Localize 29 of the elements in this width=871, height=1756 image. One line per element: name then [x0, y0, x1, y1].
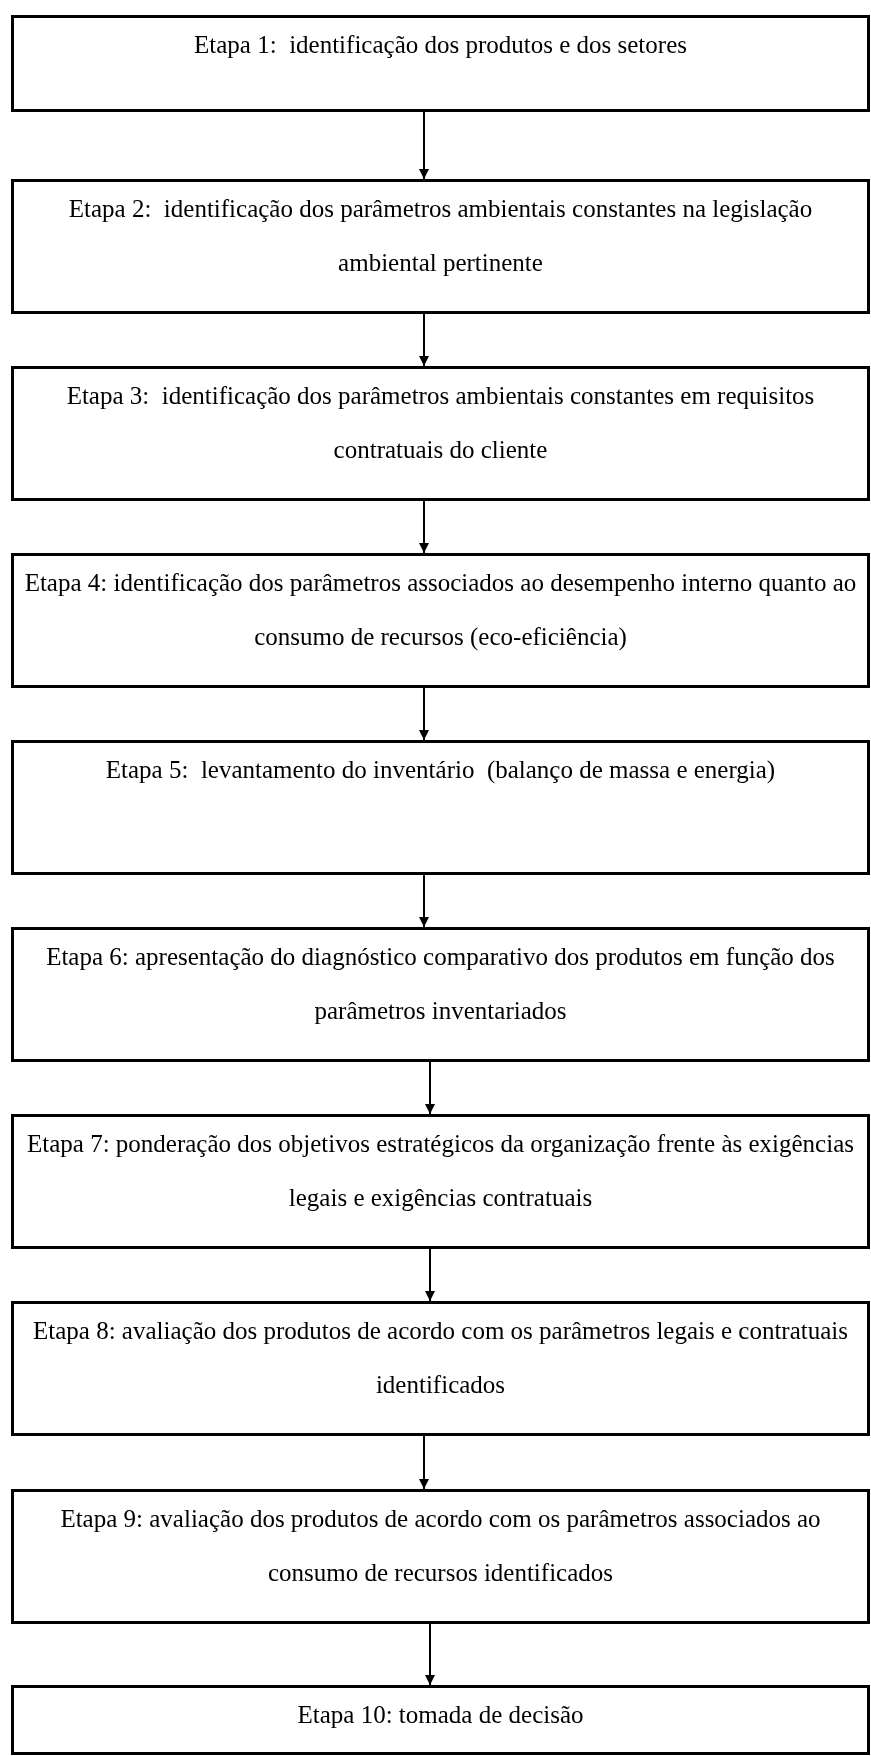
process-box: [11, 1114, 870, 1249]
step-text: Etapa 8: avaliação dos produtos de acordo com os parâmetros legais e contratuais identificados: [33, 1317, 849, 1398]
process-box: [11, 1489, 870, 1624]
arrow: [419, 500, 429, 554]
step-text: Etapa 6: apresentação do diagnóstico comparativo dos produtos em função dos parâmetros inventariados: [46, 943, 836, 1024]
arrow: [419, 313, 429, 367]
arrow: [419, 111, 429, 180]
arrow: [425, 1623, 435, 1686]
process-box: [11, 927, 870, 1062]
process-box: [11, 15, 870, 112]
arrow: [419, 1435, 429, 1490]
step-text: Etapa 4: identificação dos parâmetros associados ao desempenho interno quanto ao consumo de recursos (eco-eficiência): [24, 569, 858, 650]
process-box: [11, 179, 870, 314]
process-box: [11, 1301, 870, 1436]
step-text: Etapa 1: identificação dos produtos e dos setores: [194, 31, 687, 58]
step-text: Etapa 9: avaliação dos produtos de acordo com os parâmetros associados ao consumo de recursos identificados: [60, 1505, 822, 1586]
step-text: Etapa 7: ponderação dos objetivos estratégicos da organização frente às exigências legais e exigências contratuais: [27, 1130, 855, 1211]
step-text: Etapa 10: tomada de decisão: [297, 1701, 584, 1728]
arrow: [419, 874, 429, 928]
process-box: [11, 1685, 870, 1755]
arrow: [425, 1061, 435, 1115]
process-box: [11, 366, 870, 501]
arrow: [419, 687, 429, 741]
process-box: [11, 553, 870, 688]
step-text: Etapa 3: identificação dos parâmetros ambientais constantes em requisitos contratuais do cliente: [66, 382, 816, 463]
process-box: [11, 740, 870, 875]
step-text: Etapa 5: levantamento do inventário (balanço de massa e energia): [105, 756, 776, 783]
step-text: Etapa 2: identificação dos parâmetros ambientais constantes na legislação ambiental pertinente: [68, 195, 814, 276]
arrow: [425, 1248, 435, 1302]
